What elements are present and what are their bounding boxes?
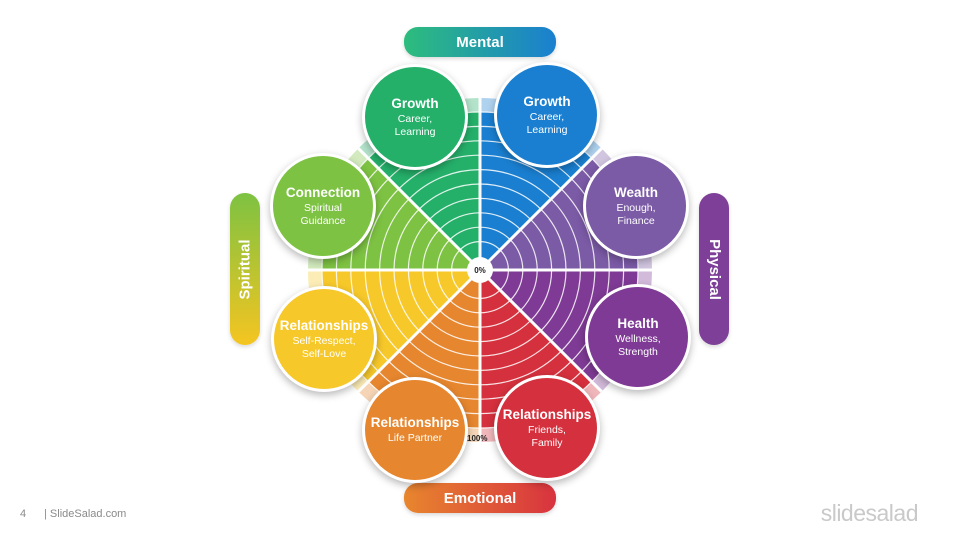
segment-relationships-self: Relationships Self-Respect, Self-Love bbox=[271, 286, 377, 392]
wheel-center bbox=[467, 257, 493, 283]
segment-subtitle: Wellness, Strength bbox=[615, 332, 661, 358]
segment-subtitle: Life Partner bbox=[387, 432, 443, 444]
center-percent-label: 0% bbox=[474, 266, 486, 275]
segment-subtitle: Career, Learning bbox=[526, 110, 568, 136]
segment-growth-learning: Growth Career, Learning bbox=[362, 64, 468, 170]
segment-title: Relationships bbox=[370, 415, 460, 430]
segment-relationships-partner: Relationships Life Partner bbox=[362, 377, 468, 483]
axis-label-physical-text: Physical bbox=[705, 238, 723, 300]
segment-subtitle: Friends, Family bbox=[528, 423, 566, 449]
axis-label-physical: Physical bbox=[699, 193, 729, 345]
segment-title: Wealth bbox=[613, 184, 658, 200]
segment-subtitle: Enough, Finance bbox=[616, 201, 656, 227]
segment-subtitle: Career, Learning bbox=[394, 112, 436, 138]
page-number: 4 bbox=[20, 508, 27, 520]
wheel-spoke bbox=[478, 268, 603, 393]
segment-wealth: Wealth Enough, Finance bbox=[583, 153, 689, 259]
brand-logo: slidesalad bbox=[820, 500, 919, 526]
axis-label-spiritual-text: Spiritual bbox=[236, 238, 254, 300]
axis-label-mental: Mental bbox=[404, 27, 556, 57]
wheel-spoke bbox=[357, 268, 482, 393]
segment-title: Growth bbox=[523, 93, 571, 109]
segment-growth-career: Growth Career, Learning bbox=[494, 62, 600, 168]
segment-subtitle: Spiritual Guidance bbox=[300, 201, 346, 227]
wheel-spoke bbox=[357, 147, 482, 272]
segment-title: Health bbox=[617, 315, 659, 331]
segment-title: Connection bbox=[285, 184, 361, 200]
segment-connection: Connection Spiritual Guidance bbox=[270, 153, 376, 259]
wheel-spoke bbox=[478, 147, 603, 272]
axis-label-emotional: Emotional bbox=[404, 483, 556, 513]
segment-health: Health Wellness, Strength bbox=[585, 284, 691, 390]
axis-label-spiritual: Spiritual bbox=[230, 193, 260, 345]
outer-percent-label: 100% bbox=[467, 434, 488, 443]
footer-site-text: | SlideSalad.com bbox=[44, 508, 127, 520]
segment-title: Relationships bbox=[279, 317, 369, 333]
segment-subtitle: Self-Respect, Self-Love bbox=[292, 334, 356, 360]
segment-title: Growth bbox=[391, 95, 439, 111]
segment-relationships-friends: Relationships Friends, Family bbox=[494, 375, 600, 481]
segment-title: Relationships bbox=[502, 406, 592, 422]
